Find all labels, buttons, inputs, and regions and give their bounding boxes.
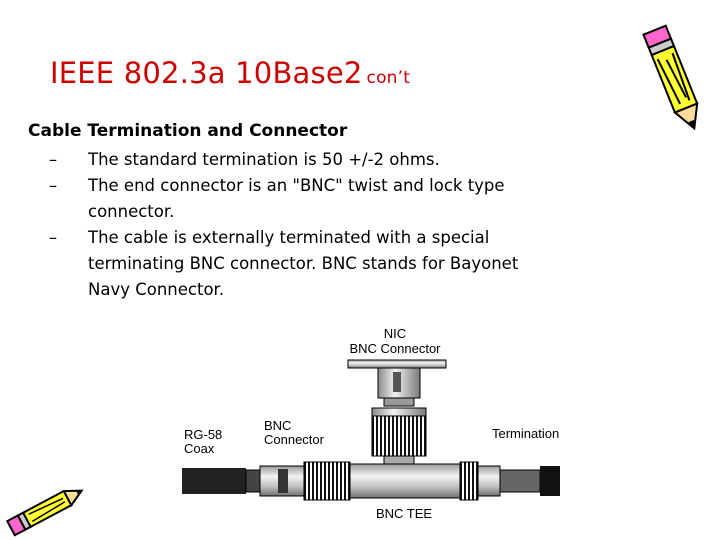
cable-bnc-band (278, 469, 288, 493)
coax-label-line1: RG-58 (184, 427, 222, 442)
nic-bracket (347, 359, 447, 369)
coax-strain-relief (245, 469, 261, 493)
pencil-icon (642, 24, 699, 131)
bullet-item: – The end connector is an "BNC" twist an… (38, 173, 558, 225)
nic-label-line2: BNC Connector (349, 341, 441, 356)
bnc-diagram: NIC BNC Connector BNC Connector RG-58 Co… (182, 326, 560, 521)
coax-label-line2: Coax (184, 441, 215, 456)
termination-label: Termination (492, 426, 559, 441)
bullet-dash: – (48, 228, 58, 247)
tee-stem (383, 455, 415, 465)
bullet-text: The standard termination is 50 +/-2 ohms… (88, 150, 440, 169)
terminator-knurl (459, 461, 479, 501)
terminator-end (540, 466, 560, 496)
cable-bnc-knurl (303, 461, 351, 501)
bullet-text: The end connector is an "BNC" twist and … (88, 176, 505, 221)
pencil-icon (5, 489, 84, 537)
terminator-cap (499, 469, 541, 493)
title-main: IEEE 802.3a 10Base2 (50, 56, 363, 90)
nic-connector-neck (383, 397, 415, 407)
tee-label: BNC TEE (376, 506, 432, 521)
bullet-dash: – (48, 150, 58, 169)
bullet-list: – The standard termination is 50 +/-2 oh… (38, 147, 558, 303)
bullet-text: The cable is externally terminated with … (88, 228, 519, 299)
tee-collar (371, 407, 427, 417)
section-heading: Cable Termination and Connector (28, 121, 348, 141)
tee-knurled-coupling (371, 415, 427, 457)
terminator-body (477, 465, 501, 497)
title-suffix: con’t (366, 68, 411, 88)
bullet-item: – The cable is externally terminated wit… (38, 225, 558, 303)
nic-label-line1: NIC (384, 326, 406, 341)
bullet-dash: – (48, 176, 58, 195)
nic-bayonet-slot (393, 372, 401, 392)
bnc-connector-label-line1: BNC (264, 418, 291, 433)
tee-body (349, 463, 461, 499)
bullet-item: – The standard termination is 50 +/-2 oh… (38, 147, 558, 173)
coax-cable (182, 468, 246, 494)
bnc-connector-label-line2: Connector (264, 432, 325, 447)
